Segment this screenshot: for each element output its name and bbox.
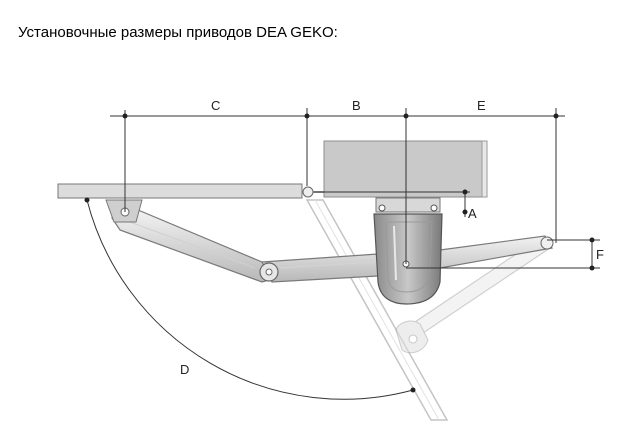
- label-c: C: [211, 98, 220, 113]
- label-f: F: [596, 247, 604, 262]
- gate-leaf-closed: [57, 183, 324, 199]
- motor-unit: [373, 197, 443, 305]
- label-d: D: [180, 362, 189, 377]
- pillar-block: [323, 140, 488, 198]
- label-b: B: [352, 98, 361, 113]
- gate-bracket: [105, 199, 143, 223]
- gate-leaf-open: [305, 199, 449, 421]
- label-e: E: [477, 98, 486, 113]
- label-a: A: [468, 206, 477, 221]
- dimension-markers: [84, 113, 595, 393]
- diagram-title: Установочные размеры приводов DEA GEKO:: [18, 24, 338, 41]
